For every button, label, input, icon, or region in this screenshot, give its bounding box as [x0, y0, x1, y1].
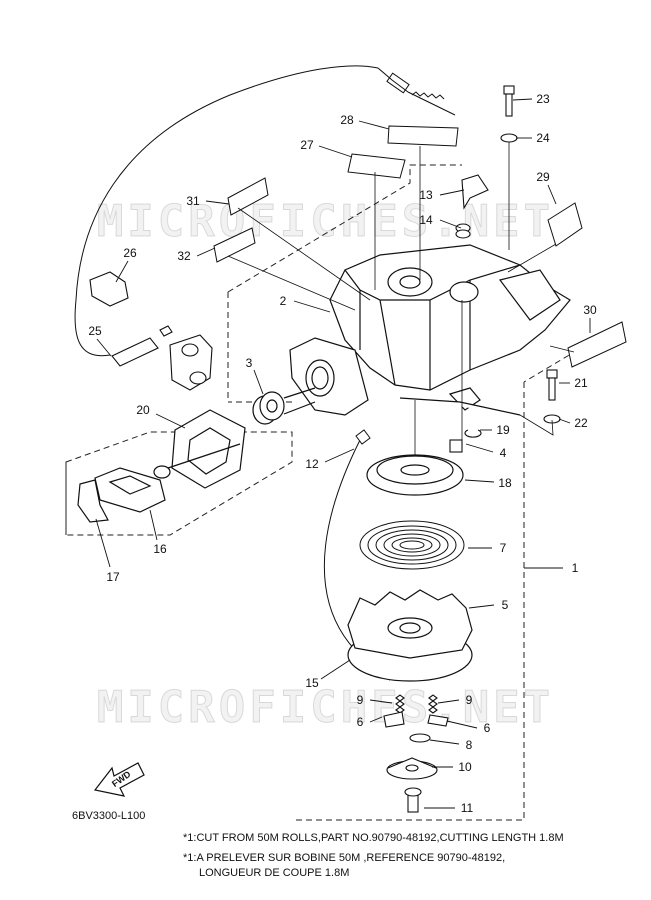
- callout-leader-29: [547, 184, 557, 205]
- callout-number-20: 20: [136, 403, 150, 417]
- callout-number-10: 10: [458, 760, 472, 774]
- callout-number-1: 1: [572, 561, 579, 575]
- callout-number-16: 16: [153, 542, 167, 556]
- callout-leader-13: [439, 189, 465, 196]
- callout-number-9: 9: [357, 693, 364, 707]
- callout-leader-5: [468, 604, 495, 609]
- callout-leader-32: [196, 247, 216, 257]
- callout-number-30: 30: [583, 303, 597, 317]
- callout-leader-2: [293, 300, 331, 313]
- callout-number-24: 24: [536, 131, 550, 145]
- callout-number-5: 5: [502, 598, 509, 612]
- callout-leader-18: [464, 479, 495, 483]
- starter-handle-part-16: [77, 443, 241, 523]
- callout-leader-20: [155, 413, 186, 429]
- callout-number-21: 21: [574, 376, 588, 390]
- watermark-top: MICROFICHES.NET: [96, 196, 555, 248]
- callout-leader-17: [95, 518, 111, 568]
- callout-number-23: 23: [536, 92, 550, 106]
- callout-number-2: 2: [280, 294, 287, 308]
- callout-number-25: 25: [88, 324, 102, 338]
- callout-number-13: 13: [419, 188, 433, 202]
- pawl-assembly: [383, 694, 449, 813]
- callout-number-28: 28: [340, 113, 354, 127]
- callout-number-29: 29: [536, 170, 550, 184]
- callout-leader-9: [369, 699, 393, 704]
- callout-number-31: 31: [186, 194, 200, 208]
- callout-leader-3: [253, 369, 264, 395]
- callout-leader-8: [429, 739, 460, 745]
- callout-leader-23: [512, 98, 533, 101]
- spring-part-7: [359, 520, 465, 570]
- starter-housing: [329, 244, 571, 416]
- fwd-arrow-icon: [93, 762, 145, 797]
- callout-leader-6: [369, 716, 383, 723]
- callout-leader-22: [558, 418, 571, 424]
- callout-leader-12: [324, 448, 355, 463]
- footnote-line-3: LONGUEUR DE COUPE 1.8M: [199, 867, 350, 879]
- callout-leader-15: [320, 659, 351, 680]
- watermark-bottom: MICROFICHES.NET: [96, 682, 555, 734]
- callout-leader-28: [358, 120, 390, 130]
- callout-leader-25: [96, 338, 112, 357]
- callout-leader-14: [439, 219, 462, 229]
- callout-number-15: 15: [305, 676, 319, 690]
- callout-number-8: 8: [466, 738, 473, 752]
- callout-number-14: 14: [419, 213, 433, 227]
- callout-number-26: 26: [123, 246, 137, 260]
- callout-leader-16: [149, 509, 158, 541]
- callout-number-6: 6: [357, 715, 364, 729]
- callout-number-4: 4: [500, 446, 507, 460]
- callout-leader-26: [115, 260, 129, 283]
- starter-cable: [74, 65, 456, 357]
- decal-labels: [213, 125, 627, 368]
- diagram-code: 6BV3300-L100: [72, 810, 146, 822]
- callout-number-18: 18: [498, 476, 512, 490]
- callout-leader-27: [318, 145, 353, 158]
- callout-leader-9: [437, 699, 460, 704]
- callout-leader-6: [446, 720, 478, 729]
- footnote-line-1: *1:CUT FROM 50M ROLLS,PART NO.90790-4819…: [183, 832, 564, 844]
- hardware-fasteners: [449, 85, 561, 453]
- callout-number-17: 17: [106, 570, 120, 584]
- reel-part-5: [347, 589, 473, 682]
- seal-part-3: [252, 387, 316, 425]
- callout-leader-4: [465, 443, 494, 453]
- footnote-line-2: *1:A PRELEVER SUR BOBINE 50M ,REFERENCE …: [183, 852, 506, 864]
- callout-number-3: 3: [246, 356, 253, 370]
- callout-number-22: 22: [574, 416, 588, 430]
- callout-number-12: 12: [305, 457, 319, 471]
- callout-leader-31: [205, 200, 230, 205]
- grommet-part-20: [171, 409, 246, 489]
- callout-number-6: 6: [484, 721, 491, 735]
- callout-number-19: 19: [496, 423, 510, 437]
- callout-number-11: 11: [461, 801, 474, 815]
- switch-assembly: [89, 271, 213, 391]
- callout-number-7: 7: [500, 541, 507, 555]
- callout-number-27: 27: [300, 138, 314, 152]
- plate-part-18: [366, 454, 464, 496]
- callout-number-32: 32: [177, 249, 191, 263]
- reference-lines: [227, 142, 575, 455]
- callout-number-9: 9: [466, 693, 473, 707]
- handle-housing: [289, 337, 369, 416]
